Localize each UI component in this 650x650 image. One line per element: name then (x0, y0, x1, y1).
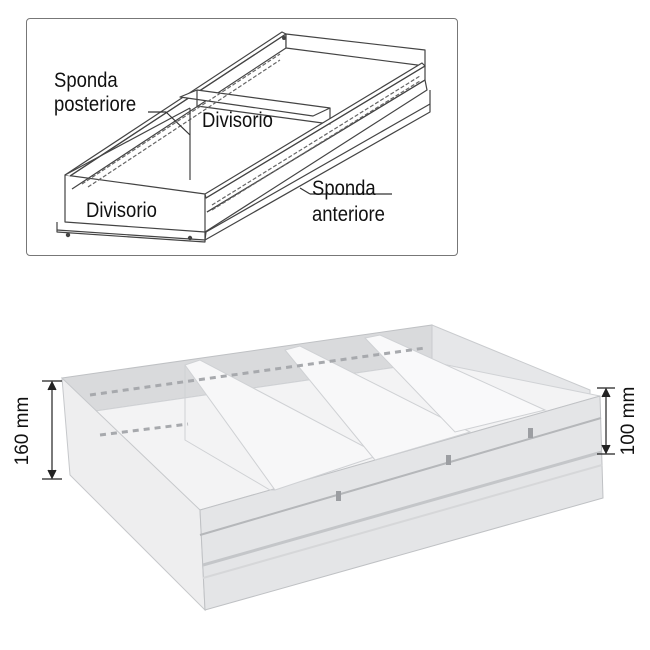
dimension-100-indicator (597, 387, 615, 455)
label-front-side-line1: Sponda (312, 177, 376, 200)
label-front-side-line2: anteriore (312, 203, 385, 226)
label-rear-side-line2: posteriore (54, 93, 137, 116)
photo-drawer (61, 324, 604, 612)
label-rear-side-line1: Sponda (54, 69, 118, 92)
label-divider-bottom: Divisorio (86, 199, 157, 222)
dimension-160-indicator (42, 380, 62, 480)
line-drawing-drawer (56, 31, 431, 243)
label-rear-height: 160 mm (12, 396, 33, 466)
label-divider-top: Divisorio (202, 109, 273, 132)
label-front-height: 100 mm (618, 386, 639, 456)
